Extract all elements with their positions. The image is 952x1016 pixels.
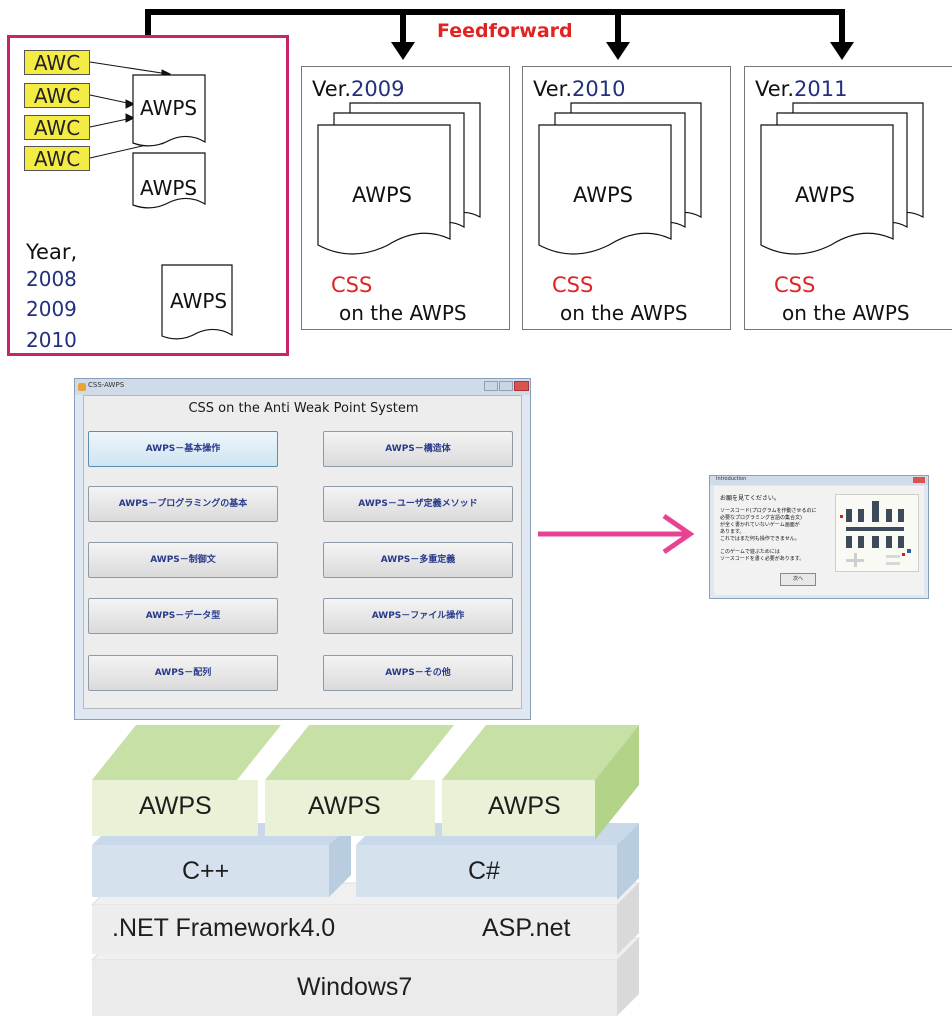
version-doc-label: AWPS bbox=[573, 183, 633, 207]
intro-window: Introduction お願を見てください。 ソースコード(プログラムを作動さ… bbox=[709, 475, 929, 599]
stack-csharp: C# bbox=[468, 857, 500, 885]
btn-arrays[interactable]: AWPS－配列 bbox=[88, 655, 278, 691]
awc-label-2: AWC bbox=[24, 83, 90, 108]
btn-user-defined-methods[interactable]: AWPS－ユーザ定義メソッド bbox=[323, 486, 513, 522]
intro-title: Introduction bbox=[716, 476, 747, 482]
app-icon bbox=[78, 383, 86, 391]
window-title: CSS-AWPS bbox=[88, 381, 125, 389]
on-the-awps-label: on the AWPS bbox=[339, 301, 467, 325]
css-label: CSS bbox=[774, 273, 816, 297]
window-heading: CSS on the Anti Weak Point System bbox=[188, 401, 419, 416]
game-preview bbox=[835, 494, 919, 572]
stacked-docs bbox=[538, 102, 702, 255]
intro-body: お願を見てください。 ソースコード(プログラムを作動させるのに 必要なプログラミ… bbox=[714, 486, 924, 595]
btn-data-types[interactable]: AWPS－データ型 bbox=[88, 598, 278, 634]
intro-line-8: ソースコードを書く必要があります。 bbox=[720, 556, 805, 562]
window-titlebar: CSS-AWPS bbox=[75, 379, 530, 395]
awc-label-4: AWC bbox=[24, 146, 90, 171]
intro-line-4: が全く書かれていないゲーム画面が bbox=[720, 522, 800, 528]
close-button[interactable] bbox=[514, 381, 529, 391]
stack-dotnet: .NET Framework4.0 bbox=[112, 914, 336, 942]
stack-aspnet: ASP.net bbox=[482, 914, 571, 942]
left-doc-label-1: AWPS bbox=[140, 96, 198, 120]
stack-windows7: Windows7 bbox=[297, 973, 413, 1001]
btn-file-operations[interactable]: AWPS－ファイル操作 bbox=[323, 598, 513, 634]
pink-arrow bbox=[538, 513, 695, 555]
awc-label-1: AWC bbox=[24, 50, 90, 75]
btn-others[interactable]: AWPS－その他 bbox=[323, 655, 513, 691]
intro-line-6: これではまだ何も操作できません。 bbox=[720, 536, 800, 542]
year-2010: 2010 bbox=[26, 328, 77, 352]
intro-line-7: このゲームで遊ぶためには bbox=[720, 549, 780, 555]
css-label: CSS bbox=[552, 273, 594, 297]
intro-titlebar: Introduction bbox=[710, 476, 928, 485]
intro-next-button[interactable]: 次へ bbox=[780, 573, 816, 586]
css-awps-window: CSS-AWPS CSS on the Anti Weak Point Syst… bbox=[74, 378, 531, 720]
minimize-button[interactable] bbox=[484, 381, 498, 391]
intro-line-1: お願を見てください。 bbox=[720, 495, 780, 502]
btn-overloading[interactable]: AWPS－多重定義 bbox=[323, 542, 513, 578]
window-body: CSS on the Anti Weak Point System AWPS－基… bbox=[83, 395, 522, 709]
left-doc-label-3: AWPS bbox=[170, 289, 228, 313]
intro-line-3: 必要なプログラミング言語の集合文) bbox=[720, 515, 802, 521]
version-label: Ver.2009 bbox=[312, 77, 405, 101]
technology-stack bbox=[90, 725, 641, 1016]
btn-structures[interactable]: AWPS－構造体 bbox=[323, 431, 513, 467]
feedforward-label: Feedforward bbox=[437, 20, 573, 42]
year-2009: 2009 bbox=[26, 297, 77, 321]
version-doc-label: AWPS bbox=[795, 183, 855, 207]
game-blocks bbox=[840, 501, 911, 567]
version-box-2010: Ver.2010 AWPS CSS on the AWPS bbox=[522, 66, 731, 330]
intro-close-button[interactable] bbox=[913, 477, 925, 483]
version-label: Ver.2011 bbox=[755, 77, 848, 101]
year-label: Year, bbox=[26, 240, 78, 264]
btn-basic-operation[interactable]: AWPS－基本操作 bbox=[88, 431, 278, 467]
stack-cpp: C++ bbox=[182, 857, 230, 885]
on-the-awps-label: on the AWPS bbox=[782, 301, 910, 325]
awc-label-3: AWC bbox=[24, 115, 90, 140]
version-box-2009: Ver.2009 AWPS CSS on the AWPS bbox=[301, 66, 510, 330]
on-the-awps-label: on the AWPS bbox=[560, 301, 688, 325]
version-box-2011: Ver.2011 AWPS CSS on the AWPS bbox=[744, 66, 952, 330]
left-panel-graphics bbox=[89, 61, 233, 340]
intro-line-5: あります。 bbox=[720, 529, 745, 535]
feedforward-arrows bbox=[145, 9, 854, 60]
stack-awps-1: AWPS bbox=[139, 792, 212, 820]
stacked-docs bbox=[317, 102, 481, 255]
version-doc-label: AWPS bbox=[352, 183, 412, 207]
btn-programming-basics[interactable]: AWPS－プログラミングの基本 bbox=[88, 486, 278, 522]
intro-line-2: ソースコード(プログラムを作動させるのに bbox=[720, 508, 817, 514]
year-2008: 2008 bbox=[26, 267, 77, 291]
stack-awps-2: AWPS bbox=[308, 792, 381, 820]
stacked-docs bbox=[760, 102, 924, 255]
maximize-button[interactable] bbox=[499, 381, 513, 391]
css-label: CSS bbox=[331, 273, 373, 297]
left-doc-label-2: AWPS bbox=[140, 176, 198, 200]
stack-awps-3: AWPS bbox=[488, 792, 561, 820]
version-label: Ver.2010 bbox=[533, 77, 626, 101]
btn-control-statements[interactable]: AWPS－制御文 bbox=[88, 542, 278, 578]
